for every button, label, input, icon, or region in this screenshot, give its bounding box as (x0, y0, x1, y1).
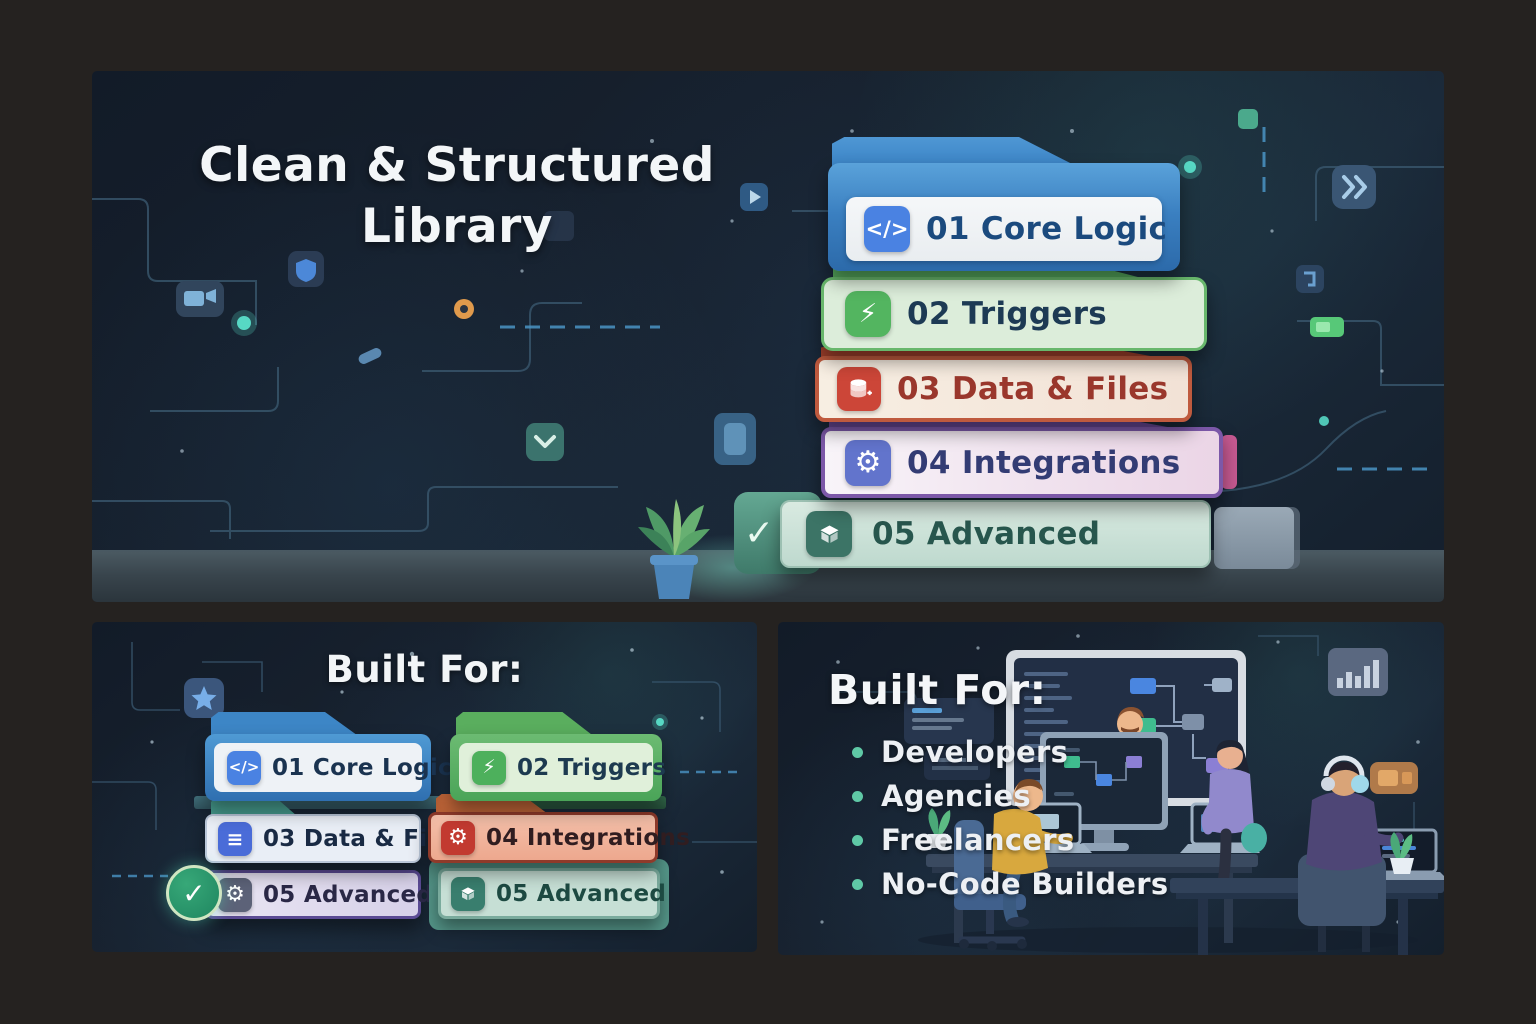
plant (1390, 832, 1414, 874)
bullet-icon (852, 790, 863, 802)
list-item: Freelancers (852, 818, 1168, 862)
audience-label: Freelancers (881, 823, 1075, 857)
list-icon: ≡ (218, 821, 252, 856)
audience-label: Agencies (881, 779, 1031, 813)
cube-icon (451, 876, 485, 911)
folder-05-advanced-alt[interactable]: 05 Advanced (429, 859, 669, 930)
list-item: Developers (852, 730, 1168, 774)
folder-01-core-logic[interactable]: </> 01 Core Logic (828, 137, 1180, 271)
bullet-icon (852, 746, 863, 758)
laptop (1362, 828, 1444, 880)
folder-label-strip: ⚙ 04 Integrations (428, 812, 690, 863)
package-icon (714, 413, 756, 465)
folder-label: 02 Triggers (907, 296, 1108, 332)
cube-icon (806, 511, 852, 557)
gear-icon: ⚙ (845, 439, 891, 486)
folder-label: 01 Core Logic (926, 211, 1168, 247)
section-title: Built For: (325, 648, 524, 691)
folder-stack-decoration (1214, 507, 1294, 569)
folder-05-advanced[interactable]: ✓ 05 Advanced (734, 492, 1211, 574)
folder-body (815, 356, 1192, 422)
folder-04-integrations[interactable]: ⚙ 04 Integrations (821, 415, 1237, 498)
folder-label-strip: 05 Advanced (438, 868, 666, 919)
battery-icon (1310, 317, 1344, 337)
bolt-icon: ⚡ (845, 291, 891, 337)
page-title: Clean & Structured Library (150, 135, 764, 257)
folder-04-integrations[interactable]: ⚙ 04 Integrations (428, 794, 690, 863)
library-panel: Clean & Structured Library ✓ 05 Advanced (92, 71, 1444, 602)
folder-label: 05 Advanced (263, 881, 434, 908)
database-icon (837, 367, 881, 411)
check-icon: ✓ (166, 865, 222, 921)
folder-label: 05 Advanced (872, 516, 1101, 552)
folder-02-triggers[interactable]: ⚡ 02 Triggers (450, 712, 666, 801)
built-for-audience-panel: Built For: Developers Agencies Freelance… (778, 622, 1444, 955)
plant-graphic (638, 499, 710, 599)
floor-shadow (918, 927, 1418, 953)
seated-person-purple (1201, 740, 1267, 898)
folder-label: 01 Core Logic (272, 754, 452, 781)
folder-label-strip: ⚙ 04 Integrations (821, 427, 1223, 498)
folder-label-strip: ≡ 03 Data & Files (205, 814, 465, 863)
chevron-down-icon (526, 423, 564, 461)
audience-label: No-Code Builders (881, 867, 1169, 901)
folder-label: 05 Advanced (496, 880, 667, 907)
folder-label-strip: ⚙ 05 Advanced (205, 870, 433, 919)
folder-03-data-files[interactable]: ≡ 03 Data & Files (205, 798, 465, 863)
audience-list: Developers Agencies Freelancers No-Code … (852, 730, 1168, 906)
laptop (1180, 802, 1260, 853)
list-item: No-Code Builders (852, 862, 1168, 906)
bullet-icon (852, 878, 863, 890)
folder-tab (211, 798, 297, 816)
desk (1170, 878, 1444, 955)
folder-label: 02 Triggers (517, 754, 667, 781)
folder-label: 04 Integrations (907, 444, 1181, 481)
bar-chart-icon (1328, 648, 1388, 696)
folder-label: 04 Integrations (486, 824, 691, 851)
folder-label-strip: </> 01 Core Logic (846, 197, 1167, 261)
folder-03-data-files[interactable]: 03 Data & Files (815, 344, 1192, 422)
folder-label: 03 Data & Files (897, 371, 1169, 407)
code-icon: </> (864, 206, 910, 252)
folder-edge-decoration (1221, 435, 1237, 489)
folder-label-strip: ⚡ 02 Triggers (821, 277, 1207, 351)
folder-02-triggers[interactable]: ⚡ 02 Triggers (821, 261, 1207, 351)
title-line-1: Clean & Structured (199, 138, 715, 193)
fast-forward-icon (1332, 165, 1376, 209)
folder-05-advanced[interactable]: ⚙ 05 Advanced (205, 870, 433, 919)
built-for-folders-panel: Built For: </> 01 Core Logic ⚡ 02 Trigge… (92, 622, 757, 952)
gear-icon: ⚙ (218, 877, 252, 912)
bracket-icon (1296, 265, 1324, 293)
title-line-2: Library (361, 199, 553, 254)
folder-label-strip: ⚡ 02 Triggers (459, 743, 666, 792)
audience-label: Developers (881, 735, 1069, 769)
list-item: Agencies (852, 774, 1168, 818)
folder-body (821, 427, 1223, 498)
bolt-icon: ⚡ (472, 750, 506, 785)
heart-icon (1132, 672, 1210, 712)
folder-label-strip: </> 01 Core Logic (214, 743, 452, 792)
orange-chip (1370, 762, 1418, 794)
bullet-icon (852, 834, 863, 846)
video-camera-icon (176, 281, 224, 317)
folder-01-core-logic[interactable]: </> 01 Core Logic (205, 712, 452, 801)
section-title: Built For: (828, 666, 1047, 714)
folder-label-strip: 03 Data & Files (815, 356, 1192, 422)
code-icon: </> (227, 750, 261, 785)
seated-person-headphones (1298, 755, 1404, 952)
folder-label-strip: 05 Advanced (780, 500, 1211, 568)
potted-plant (632, 491, 716, 602)
gear-icon: ⚙ (441, 820, 475, 855)
